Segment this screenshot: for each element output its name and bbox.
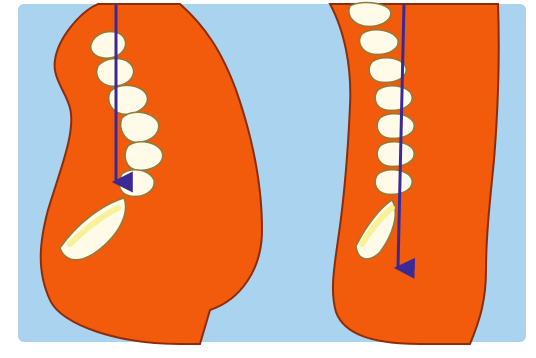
vertebra [119, 170, 154, 197]
vertebra [375, 86, 412, 111]
vertebra [360, 30, 399, 55]
vertebra [375, 170, 412, 195]
vertebra [121, 112, 159, 142]
vertebra [369, 58, 406, 83]
right-torso-silhouette [330, 4, 499, 344]
vertebra [125, 142, 162, 171]
right-panel [330, 3, 499, 344]
vertebra [377, 114, 414, 139]
vertebra [349, 3, 391, 27]
vertebra [377, 142, 414, 167]
